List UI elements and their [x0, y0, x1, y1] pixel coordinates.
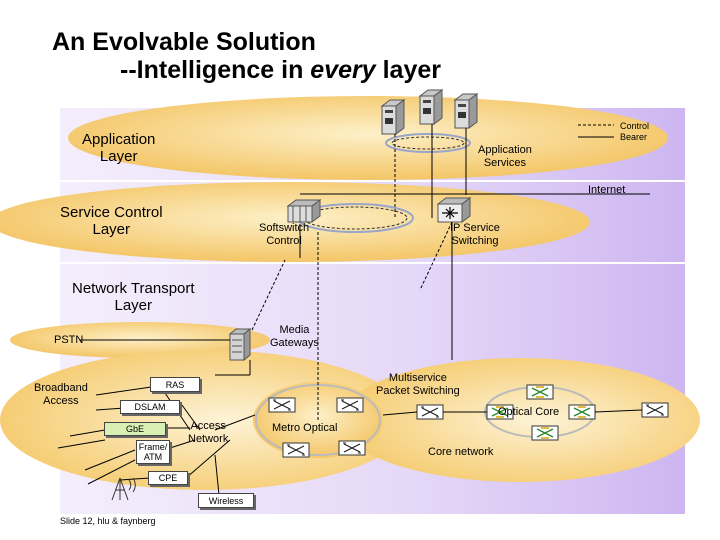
multiservice-label: Multiservice Packet Switching	[376, 372, 460, 397]
metro-xc-1	[268, 397, 296, 413]
broadband-access-label: Broadband Access	[34, 382, 88, 407]
gbe-box: GbE	[104, 422, 166, 436]
slide-title: An Evolvable Solution	[52, 28, 316, 56]
metro-xc-3	[282, 442, 310, 458]
optical-core-label: Optical Core	[498, 406, 560, 418]
legend-bearer-label: Bearer	[620, 132, 648, 142]
core-network-ellipse	[340, 358, 700, 482]
softswitch-icon	[286, 199, 322, 223]
core-switch-4	[531, 425, 559, 441]
ip-service-label: IP Service Switching	[450, 222, 500, 247]
core-network-label: Core network	[428, 446, 494, 458]
edge-switch-1	[416, 404, 444, 420]
metro-optical-label: Metro Optical	[272, 422, 338, 434]
cpe-box: CPE	[148, 471, 188, 485]
network-transport-layer-label: Network Transport Layer	[72, 280, 195, 314]
wireless-antenna-icon	[111, 477, 136, 501]
core-switch-3	[568, 404, 596, 420]
application-services-label: Application Services	[478, 144, 532, 169]
core-switch-1	[526, 384, 554, 400]
ip-service-switch-icon	[436, 197, 472, 223]
metro-xc-2	[336, 397, 364, 413]
edge-switch-2	[641, 402, 669, 418]
application-server-icons	[380, 89, 479, 135]
metro-xc-4	[338, 440, 366, 456]
pstn-label: PSTN	[54, 334, 84, 346]
dslam-box: DSLAM	[120, 400, 180, 414]
ras-box: RAS	[150, 377, 200, 392]
slide-subtitle: --Intelligence in every layer	[120, 56, 441, 84]
media-gateway-icon	[228, 327, 252, 362]
softswitch-label: Softswitch Control	[259, 222, 310, 247]
media-gateways-label: Media Gateways	[270, 324, 319, 349]
service-control-layer-label: Service Control Layer	[60, 204, 163, 238]
frame-atm-box: Frame/ ATM	[136, 440, 170, 464]
application-layer-label: Application Layer	[82, 131, 156, 165]
wireless-box: Wireless	[198, 493, 254, 508]
slide-footer: Slide 12, hlu & faynberg	[60, 516, 156, 526]
access-network-label: Access Network	[188, 420, 229, 445]
internet-label: Internet	[588, 184, 626, 196]
legend-control-label: Control	[620, 121, 650, 131]
application-layer-ellipse	[68, 96, 668, 180]
